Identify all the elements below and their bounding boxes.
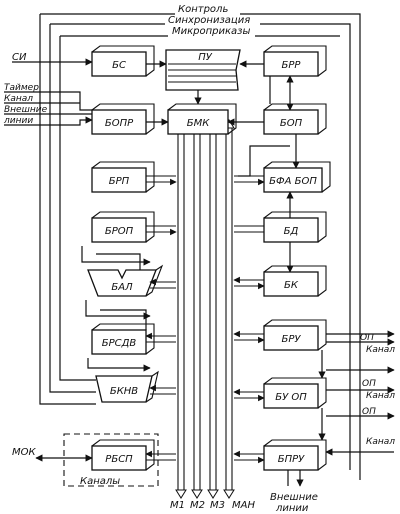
bottom-external-1: Внешние [270, 492, 318, 503]
block-bfa-bop: БФА БОП [263, 161, 331, 193]
block-rbsp: РБСП [91, 439, 155, 471]
block-bru: БРУ [263, 319, 327, 351]
svg-text:БМК: БМК [187, 118, 210, 129]
input-channel: Канал [4, 94, 33, 104]
svg-text:БКНВ: БКНВ [110, 386, 138, 397]
input-si: СИ [12, 52, 27, 63]
svg-text:БД: БД [284, 226, 299, 237]
block-bopr: БОПР [91, 103, 155, 135]
svg-text:БУ ОП: БУ ОП [275, 392, 307, 403]
block-brsdv: БРСДВ [91, 323, 155, 355]
label-man: МАН [232, 500, 255, 511]
external-lines-arrows [287, 470, 300, 486]
svg-text:БС: БС [112, 60, 126, 71]
input-timer: Таймер [4, 83, 39, 93]
block-bmk: БМК [167, 103, 237, 135]
right-op-2: ОП [362, 379, 376, 389]
label-control: Контроль [178, 4, 228, 15]
svg-text:БРСДВ: БРСДВ [102, 338, 137, 349]
bus-m3 [209, 128, 217, 490]
svg-text:БОПР: БОПР [105, 118, 134, 129]
bus-down-arrows [175, 489, 235, 499]
right-op-3: ОП [362, 407, 376, 417]
bopr-inputs [4, 91, 92, 125]
bus-m1 [177, 128, 185, 490]
svg-text:БРП: БРП [109, 176, 130, 187]
block-bknv: БКНВ [95, 370, 159, 403]
connection-lines [81, 60, 326, 460]
left-micro-vertical [59, 36, 96, 381]
left-sync-vertical [49, 24, 96, 393]
block-bu-op: БУ ОП [263, 377, 327, 409]
main-bus-group [175, 119, 235, 499]
left-control-vertical [39, 14, 96, 405]
input-external-2: линии [3, 116, 33, 126]
bottom-external-2: линии [275, 503, 309, 514]
label-sync: Синхронизация [168, 15, 250, 26]
channels-group-label: Каналы [80, 476, 120, 487]
svg-text:БФА БОП: БФА БОП [269, 176, 317, 187]
label-m3: М3 [210, 500, 225, 511]
svg-text:РБСП: РБСП [105, 454, 133, 465]
svg-text:БПРУ: БПРУ [278, 454, 305, 465]
block-brr: БРР [263, 45, 327, 77]
block-brop: БРОП [91, 211, 155, 243]
svg-text:БАЛ: БАЛ [111, 282, 133, 293]
svg-text:БОП: БОП [280, 118, 303, 129]
block-bop: БОП [263, 103, 327, 135]
svg-text:БК: БК [284, 280, 299, 291]
block-bal: БАЛ [87, 264, 164, 297]
svg-text:БРУ: БРУ [282, 334, 302, 345]
label-m2: М2 [190, 500, 205, 511]
control-bus-line [40, 13, 361, 480]
right-op-1: ОП [360, 333, 374, 343]
bus-man [225, 128, 233, 490]
right-channel-1: Канал [366, 345, 395, 355]
sync-bus-line [50, 23, 351, 470]
right-channel-3: Канал [366, 437, 395, 447]
right-outputs [325, 330, 395, 456]
label-m1: М1 [170, 500, 185, 511]
input-mok: МОК [12, 447, 36, 458]
block-pu: ПУ [165, 49, 241, 91]
label-microorders: Микроприказы [172, 26, 251, 37]
block-bs: БС [91, 45, 155, 77]
right-channel-2: Канал [366, 391, 395, 401]
svg-text:БРОП: БРОП [105, 226, 134, 237]
bus-m2 [193, 128, 201, 490]
block-bpru: БПРУ [263, 439, 327, 471]
svg-text:ПУ: ПУ [198, 52, 213, 63]
input-external-1: Внешние [4, 105, 48, 115]
svg-text:БРР: БРР [282, 60, 302, 71]
block-bk: БК [263, 265, 327, 297]
block-brp: БРП [91, 161, 155, 193]
block-bd: БД [263, 211, 327, 243]
